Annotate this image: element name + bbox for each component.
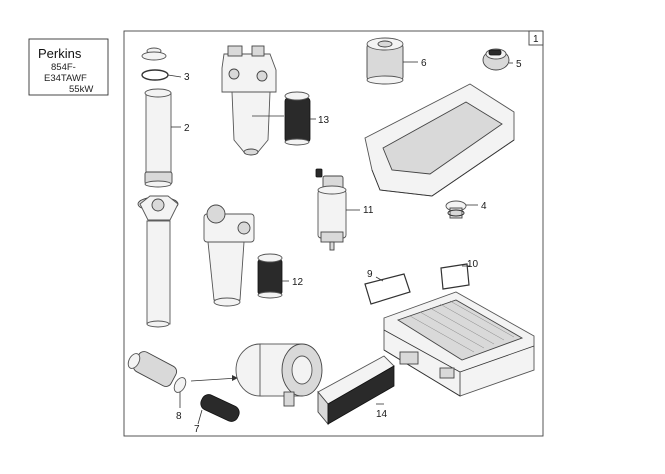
callout-14: 14 — [376, 409, 388, 420]
title-model-line2: E34TAWF — [44, 73, 87, 84]
title-power: 55kW — [69, 84, 93, 95]
title-brand: Perkins — [38, 46, 82, 61]
callout-12: 12 — [292, 277, 304, 288]
part-13-fuel-filter — [221, 45, 316, 156]
part-8-connector — [127, 351, 187, 408]
part-3-cap-and-seal — [141, 47, 182, 81]
part-7-hose — [197, 394, 240, 425]
part-14-panel-filter — [317, 355, 395, 426]
air-filter-housing — [190, 343, 323, 407]
callout-3: 3 — [184, 72, 190, 83]
part-2-filter-element — [144, 88, 181, 188]
part-4-drain-plug — [445, 200, 478, 219]
oil-pan — [364, 83, 515, 197]
sheet-number-box: 1 — [528, 30, 544, 46]
callout-11: 11 — [363, 205, 374, 216]
part-12-filter-assembly — [203, 204, 289, 307]
part-11-water-separator — [315, 168, 360, 251]
callout-8: 8 — [176, 411, 182, 422]
part-9-gasket — [364, 273, 411, 305]
callout-4: 4 — [481, 201, 487, 212]
cooler-block — [383, 291, 535, 397]
part-5-filler-cap — [482, 48, 513, 71]
part-6-oil-filter — [366, 37, 418, 85]
part-10-gasket — [440, 263, 470, 290]
sheet-number: 1 — [533, 34, 539, 45]
title-box: Perkins 854F- E34TAWF 55kW — [28, 38, 109, 96]
diagram-frame — [123, 30, 544, 437]
callout-13: 13 — [318, 115, 330, 126]
cooler-grid — [409, 300, 515, 353]
callout-7: 7 — [194, 424, 200, 435]
callout-2: 2 — [184, 123, 190, 134]
callout-5: 5 — [516, 59, 522, 70]
filter-housing-lower — [137, 195, 179, 328]
callout-6: 6 — [421, 58, 427, 69]
title-model-line1: 854F- — [51, 62, 76, 73]
callout-9: 9 — [367, 269, 373, 280]
callout-10: 10 — [467, 259, 479, 270]
